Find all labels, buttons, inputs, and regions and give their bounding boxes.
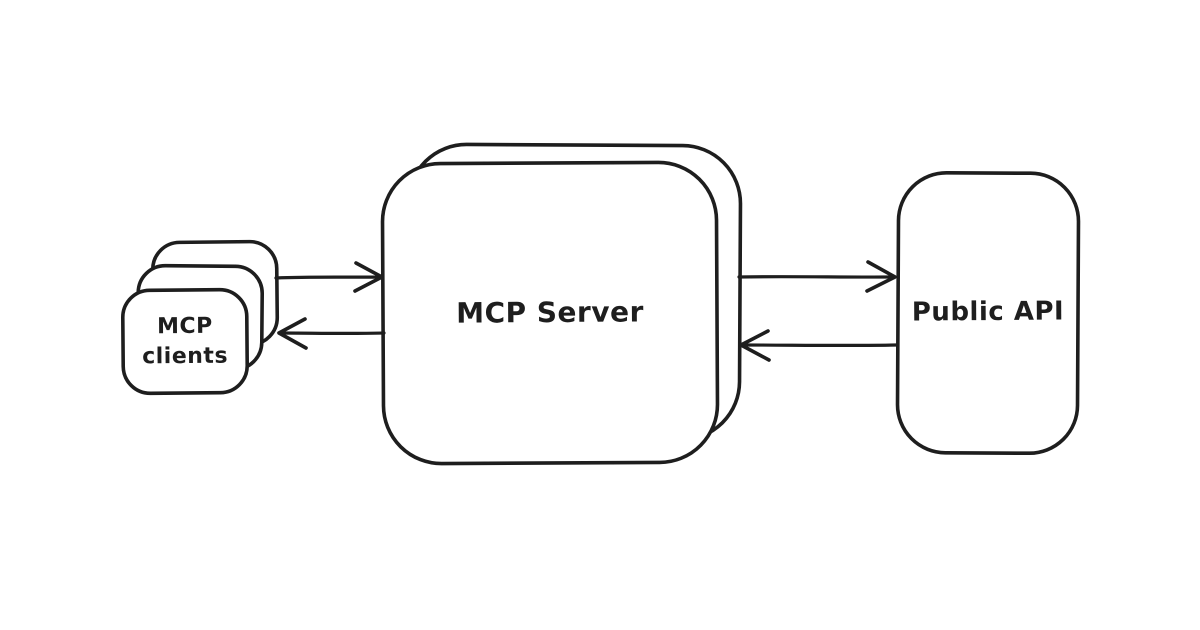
arrow-clients-to-server-head-icon [353, 261, 384, 293]
arrow-server-to-clients-head-icon [277, 317, 308, 350]
public-api-node [895, 170, 1081, 456]
arrow-server-to-api [737, 260, 897, 293]
arrow-clients-to-server [274, 261, 384, 293]
arrow-server-to-clients [277, 317, 386, 350]
public-api-label: Public API [911, 296, 1065, 328]
mcp-clients-label: MCP clients [142, 313, 229, 369]
mcp-client-card-front [120, 287, 250, 396]
mcp-server-node [380, 142, 743, 466]
arrow-clients-to-server-line [274, 275, 383, 280]
arrow-server-to-api-head-icon [865, 260, 897, 293]
mcp-clients-node [120, 239, 280, 396]
arrow-api-to-server [739, 329, 898, 362]
arrow-api-to-server-head-icon [739, 329, 771, 362]
mcp-server-box-front [380, 160, 720, 466]
mcp-server-label: MCP Server [456, 295, 644, 330]
